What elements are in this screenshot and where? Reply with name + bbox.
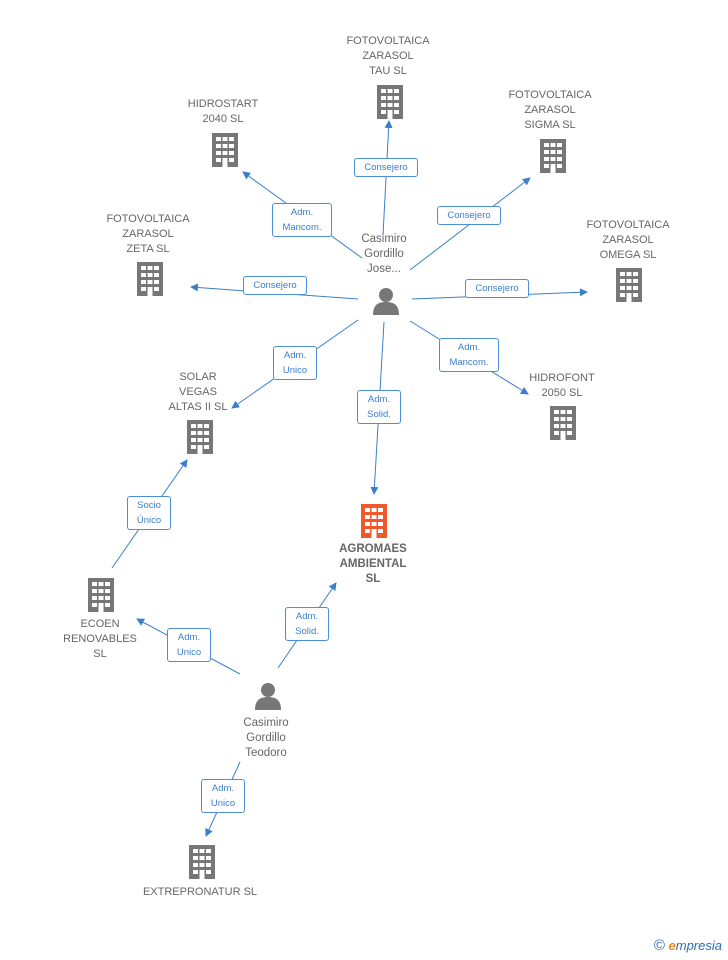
edge-label-ecoen[interactable]: Adm. Unico (167, 628, 211, 662)
building-icon (550, 406, 576, 440)
company-label-extrepronatur[interactable]: EXTREPRONATUR SL (142, 886, 258, 898)
company-label-ecoen[interactable]: ECOEN RENOVABLES SL (63, 618, 137, 660)
building-icon (189, 845, 215, 879)
edge-label-solar[interactable]: Adm. Unico (273, 346, 317, 380)
edge-label-extrepronatur[interactable]: Adm. Unico (201, 779, 245, 813)
building-icon (540, 139, 566, 173)
person-icon (373, 288, 399, 315)
copyright-symbol: © (653, 937, 665, 954)
edge-label-agromaes-teodoro[interactable]: Adm. Solid. (285, 607, 329, 641)
edge-label-tau[interactable]: Consejero (354, 158, 418, 177)
company-label-tau[interactable]: FOTOVOLTAICA ZARASOL TAU SL (346, 35, 430, 77)
edge-line-tau (382, 120, 393, 236)
company-label-omega[interactable]: FOTOVOLTAICA ZARASOL OMEGA SL (586, 219, 670, 261)
building-icon (361, 504, 387, 538)
company-label-zeta[interactable]: FOTOVOLTAICA ZARASOL ZETA SL (106, 213, 190, 255)
edge-label-hidrostart[interactable]: Adm. Mancom. (272, 203, 332, 237)
company-label-agromaes[interactable]: AGROMAES AMBIENTAL SL (339, 543, 407, 585)
building-icon (212, 133, 238, 167)
company-label-hidrostart[interactable]: HIDROSTART 2040 SL (187, 98, 259, 125)
brand-initial: e (668, 938, 676, 953)
edge-label-sigma[interactable]: Consejero (437, 206, 501, 225)
edge-label-agromaes-jose[interactable]: Adm. Solid. (357, 390, 401, 424)
edge-label-ecoen-solar[interactable]: Socio Único (127, 496, 171, 530)
edge-label-zeta[interactable]: Consejero (243, 276, 307, 295)
building-icon (616, 268, 642, 302)
empresia-logo: © empresia (654, 937, 722, 954)
company-label-sigma[interactable]: FOTOVOLTAICA ZARASOL SIGMA SL (508, 89, 592, 131)
building-icon (88, 578, 114, 612)
person-icon (255, 683, 281, 710)
edge-label-omega[interactable]: Consejero (465, 279, 529, 298)
building-icon (137, 262, 163, 296)
person-label-teodoro[interactable]: Casimiro Gordillo Teodoro (243, 717, 289, 759)
company-label-hidrofont[interactable]: HIDROFONT 2050 SL (529, 372, 595, 399)
building-icon (187, 420, 213, 454)
building-icon (377, 85, 403, 119)
person-label-jose[interactable]: Casimiro Gordillo Jose... (361, 233, 407, 275)
brand-name: mpresia (675, 938, 722, 953)
edge-label-hidrofont[interactable]: Adm. Mancom. (439, 338, 499, 372)
company-label-solar[interactable]: SOLAR VEGAS ALTAS II SL (168, 371, 228, 413)
